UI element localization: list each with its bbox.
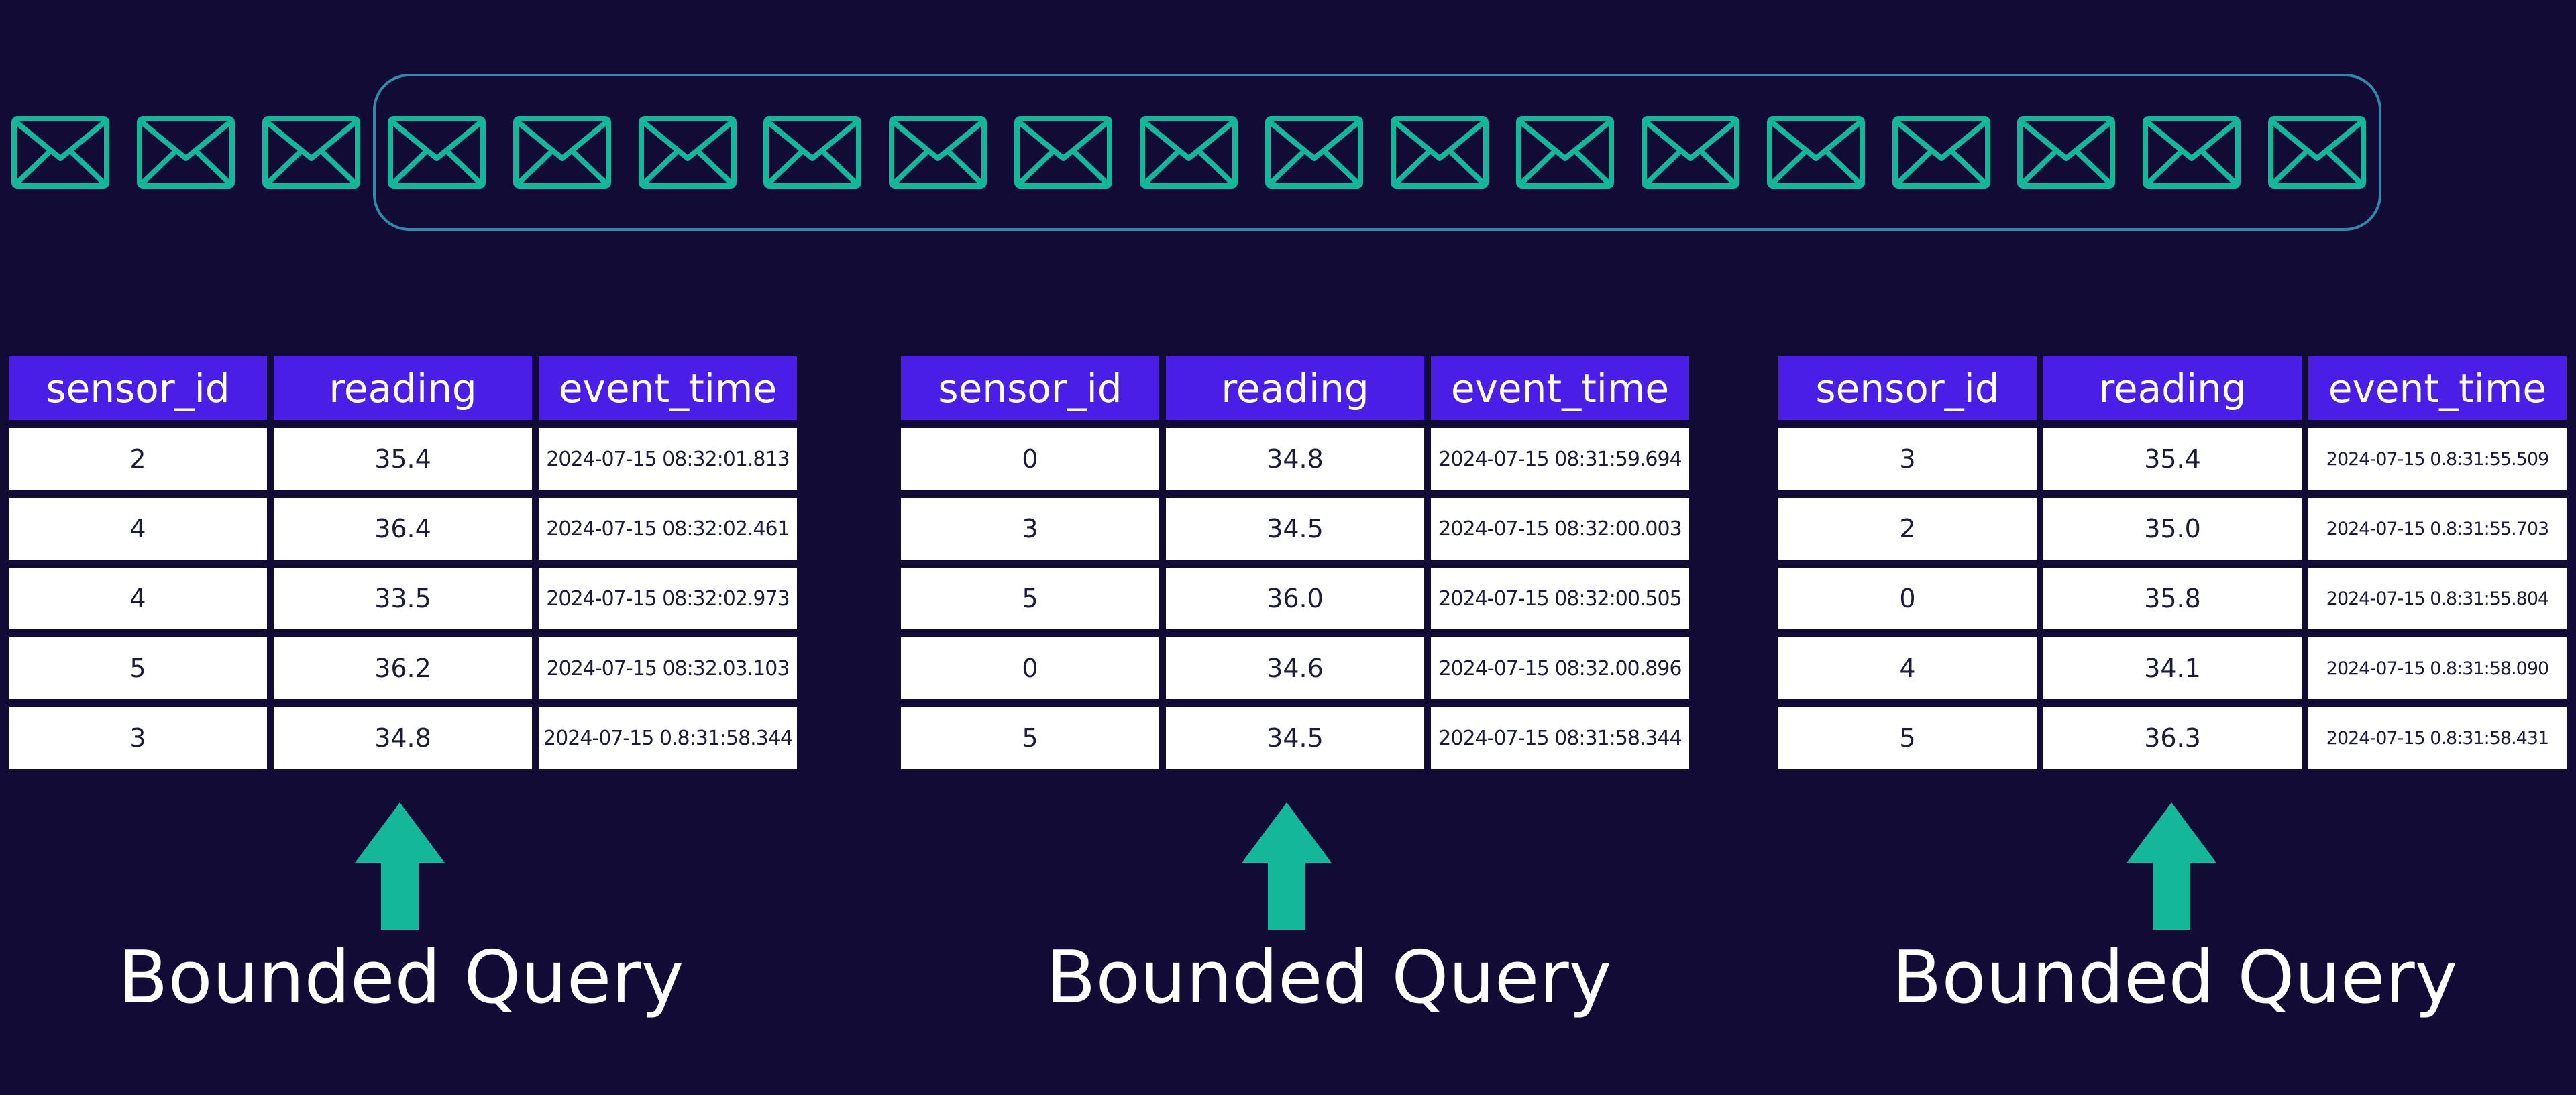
bounded-query-label-3: Bounded Query <box>1892 936 2458 1020</box>
table-cell-reading: 34.8 <box>274 707 532 769</box>
table-cell-sensor-id: 0 <box>901 428 1159 490</box>
stream-window-frame <box>373 74 2381 231</box>
table-cell-reading: 36.2 <box>274 637 532 699</box>
table-cell-reading: 35.4 <box>2043 428 2302 490</box>
column-header-sensor-id: sensor_id <box>9 356 267 420</box>
table-cell-sensor-id: 3 <box>1778 428 2037 490</box>
column-header-sensor-id: sensor_id <box>1778 356 2037 420</box>
envelope-icon <box>1014 115 1113 189</box>
table-cell-sensor-id: 0 <box>1778 568 2037 629</box>
table-cell-reading: 34.8 <box>1166 428 1424 490</box>
table-cell-event-time: 2024-07-15 08:32:02.461 <box>539 498 797 560</box>
table-cell-event-time: 2024-07-15 0.8:31:58.090 <box>2308 637 2567 699</box>
table-cell-event-time: 2024-07-15 0.8:31:55.509 <box>2308 428 2567 490</box>
envelope-icon <box>2142 115 2241 189</box>
table-cell-sensor-id: 5 <box>9 637 267 699</box>
table-cell-sensor-id: 4 <box>1778 637 2037 699</box>
up-arrow-icon <box>355 802 445 930</box>
table-cell-event-time: 2024-07-15 08:32:02.973 <box>539 568 797 629</box>
table-cell-reading: 36.4 <box>274 498 532 560</box>
table-cell-event-time: 2024-07-15 08:31:59.694 <box>1431 428 1689 490</box>
table-cell-event-time: 2024-07-15 0.8:31:55.804 <box>2308 568 2567 629</box>
envelope-icon <box>638 115 737 189</box>
table-cell-sensor-id: 3 <box>9 707 267 769</box>
table-cell-event-time: 2024-07-15 08:32.00.896 <box>1431 637 1689 699</box>
envelope-icon <box>11 115 110 189</box>
table-cell-sensor-id: 4 <box>9 568 267 629</box>
envelope-icon <box>1139 115 1238 189</box>
table-cell-reading: 35.8 <box>2043 568 2302 629</box>
table-cell-event-time: 2024-07-15 08:32:01.813 <box>539 428 797 490</box>
table-cell-event-time: 2024-07-15 0.8:31:55.703 <box>2308 498 2567 560</box>
table-cell-reading: 34.5 <box>1166 707 1424 769</box>
table-cell-event-time: 2024-07-15 08:31:58.344 <box>1431 707 1689 769</box>
up-arrow-icon <box>1242 802 1332 930</box>
bounded-query-label-2: Bounded Query <box>1046 936 1612 1020</box>
column-header-reading: reading <box>2043 356 2302 420</box>
column-header-sensor-id: sensor_id <box>901 356 1159 420</box>
envelope-icon <box>1766 115 1866 189</box>
envelope-icon <box>136 115 235 189</box>
column-header-event-time: event_time <box>539 356 797 420</box>
table-cell-sensor-id: 4 <box>9 498 267 560</box>
table-cell-sensor-id: 0 <box>901 637 1159 699</box>
table-cell-sensor-id: 2 <box>9 428 267 490</box>
table-cell-reading: 35.0 <box>2043 498 2302 560</box>
envelope-icon <box>888 115 987 189</box>
table-cell-sensor-id: 2 <box>1778 498 2037 560</box>
envelope-icon <box>1390 115 1489 189</box>
column-header-event-time: event_time <box>2308 356 2567 420</box>
column-header-reading: reading <box>274 356 532 420</box>
table-cell-event-time: 2024-07-15 0.8:31:58.344 <box>539 707 797 769</box>
table-cell-sensor-id: 5 <box>901 707 1159 769</box>
table-cell-event-time: 2024-07-15 08:32:00.505 <box>1431 568 1689 629</box>
envelope-icon <box>1641 115 1740 189</box>
table-cell-reading: 35.4 <box>274 428 532 490</box>
table-cell-reading: 36.3 <box>2043 707 2302 769</box>
table-cell-event-time: 2024-07-15 08:32:00.003 <box>1431 498 1689 560</box>
table-cell-sensor-id: 5 <box>901 568 1159 629</box>
column-header-event-time: event_time <box>1431 356 1689 420</box>
table-cell-reading: 34.5 <box>1166 498 1424 560</box>
table-cell-sensor-id: 5 <box>1778 707 2037 769</box>
table-cell-reading: 34.6 <box>1166 637 1424 699</box>
table-cell-event-time: 2024-07-15 08:32.03.103 <box>539 637 797 699</box>
envelope-icon <box>1515 115 1615 189</box>
table-cell-sensor-id: 3 <box>901 498 1159 560</box>
column-header-reading: reading <box>1166 356 1424 420</box>
envelope-icon <box>763 115 862 189</box>
envelope-icon <box>513 115 612 189</box>
envelope-icon <box>2017 115 2116 189</box>
bounded-query-label-1: Bounded Query <box>118 936 684 1020</box>
envelope-icon <box>387 115 486 189</box>
envelope-icon <box>1265 115 1364 189</box>
table-cell-reading: 34.1 <box>2043 637 2302 699</box>
envelope-icon <box>1892 115 1991 189</box>
envelope-icon <box>262 115 361 189</box>
table-cell-reading: 36.0 <box>1166 568 1424 629</box>
table-cell-reading: 33.5 <box>274 568 532 629</box>
table-cell-event-time: 2024-07-15 0.8:31:58.431 <box>2308 707 2567 769</box>
up-arrow-icon <box>2127 802 2216 930</box>
envelope-icon <box>2267 115 2367 189</box>
